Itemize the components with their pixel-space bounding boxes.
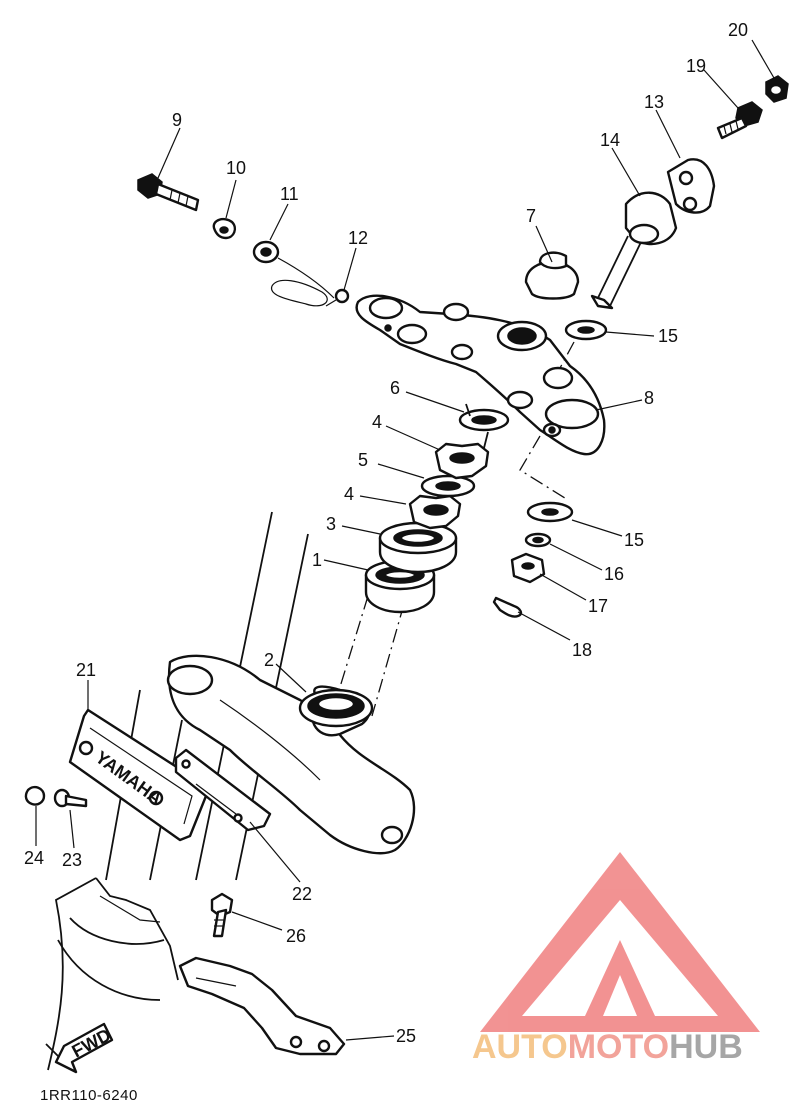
callout-24: 24 <box>24 848 44 868</box>
callout-20: 20 <box>728 20 748 40</box>
part-19-bolt <box>716 101 763 140</box>
callout-23: 23 <box>62 850 82 870</box>
callout-7: 7 <box>526 206 536 226</box>
callout-11: 11 <box>280 184 299 204</box>
part-24-grommet <box>24 785 46 806</box>
callout-5: 5 <box>358 450 368 470</box>
callout-22: 22 <box>292 884 312 904</box>
callout-16: 16 <box>604 564 624 584</box>
callout-21: 21 <box>76 660 96 680</box>
callout-26: 26 <box>286 926 306 946</box>
part-7-cap-nut <box>524 251 580 300</box>
part-4-ring-nut-upper <box>434 442 490 480</box>
callout-3: 3 <box>326 514 336 534</box>
callout-10: 10 <box>226 158 246 178</box>
part-3-race <box>378 521 458 574</box>
callout-17: 17 <box>588 596 608 616</box>
part-10-washer <box>212 217 237 240</box>
callout-15-lower: 15 <box>624 530 644 550</box>
frame-headstock <box>45 877 179 1071</box>
callout-9: 9 <box>172 110 182 130</box>
part-11-washer <box>252 240 335 307</box>
watermark-moto: MOTO <box>568 1028 669 1066</box>
part-23-screw <box>53 788 88 808</box>
part-4-ring-nut-lower <box>408 494 462 530</box>
part-9-bolt <box>137 173 200 212</box>
callout-19: 19 <box>686 56 706 76</box>
part-5-washer <box>420 474 476 498</box>
drawing-code: 1RR110-6240 <box>40 1087 138 1104</box>
watermark-logo-icon <box>480 852 760 1032</box>
part-12-clip <box>325 288 350 307</box>
callout-1: 1 <box>312 550 322 570</box>
part-20-nut <box>765 75 789 103</box>
callout-8: 8 <box>644 388 654 408</box>
leader-lines <box>35 39 775 1041</box>
part-2-bearing <box>298 688 374 728</box>
part-15-washer-lower <box>526 501 574 523</box>
callout-25: 25 <box>396 1026 416 1046</box>
part-15-washer-upper <box>564 319 608 341</box>
part-6-lock-washer <box>458 403 510 449</box>
part-14-handlebar-holder <box>590 191 678 310</box>
callout-15-upper: 15 <box>658 326 678 346</box>
watermark-hub: HUB <box>669 1028 743 1066</box>
part-8-upper-bracket <box>355 294 606 456</box>
callout-14: 14 <box>600 130 620 150</box>
part-16-lock-washer <box>524 532 552 548</box>
part-25-stay <box>178 956 346 1056</box>
part-22-bracket <box>174 748 272 832</box>
callout-13: 13 <box>644 92 664 112</box>
callout-6: 6 <box>390 378 400 398</box>
callout-labels: 9 10 11 12 7 14 13 19 20 15 8 6 4 5 4 3 … <box>24 20 748 1046</box>
callout-2: 2 <box>264 650 274 670</box>
watermark-text: AUTOMOTOHUB <box>472 1028 743 1066</box>
part-13-handlebar-holder-upper <box>666 158 716 214</box>
part-17-nut <box>510 552 546 584</box>
callout-4-upper: 4 <box>372 412 382 432</box>
fwd-arrow-icon: FWD <box>54 1022 114 1074</box>
part-18-cotter-pin <box>492 596 523 618</box>
under-bracket <box>166 654 416 855</box>
callout-12: 12 <box>348 228 368 248</box>
callout-18: 18 <box>572 640 592 660</box>
callout-4-lower: 4 <box>344 484 354 504</box>
watermark-auto: AUTO <box>472 1028 568 1066</box>
part-26-bolt <box>210 892 234 938</box>
